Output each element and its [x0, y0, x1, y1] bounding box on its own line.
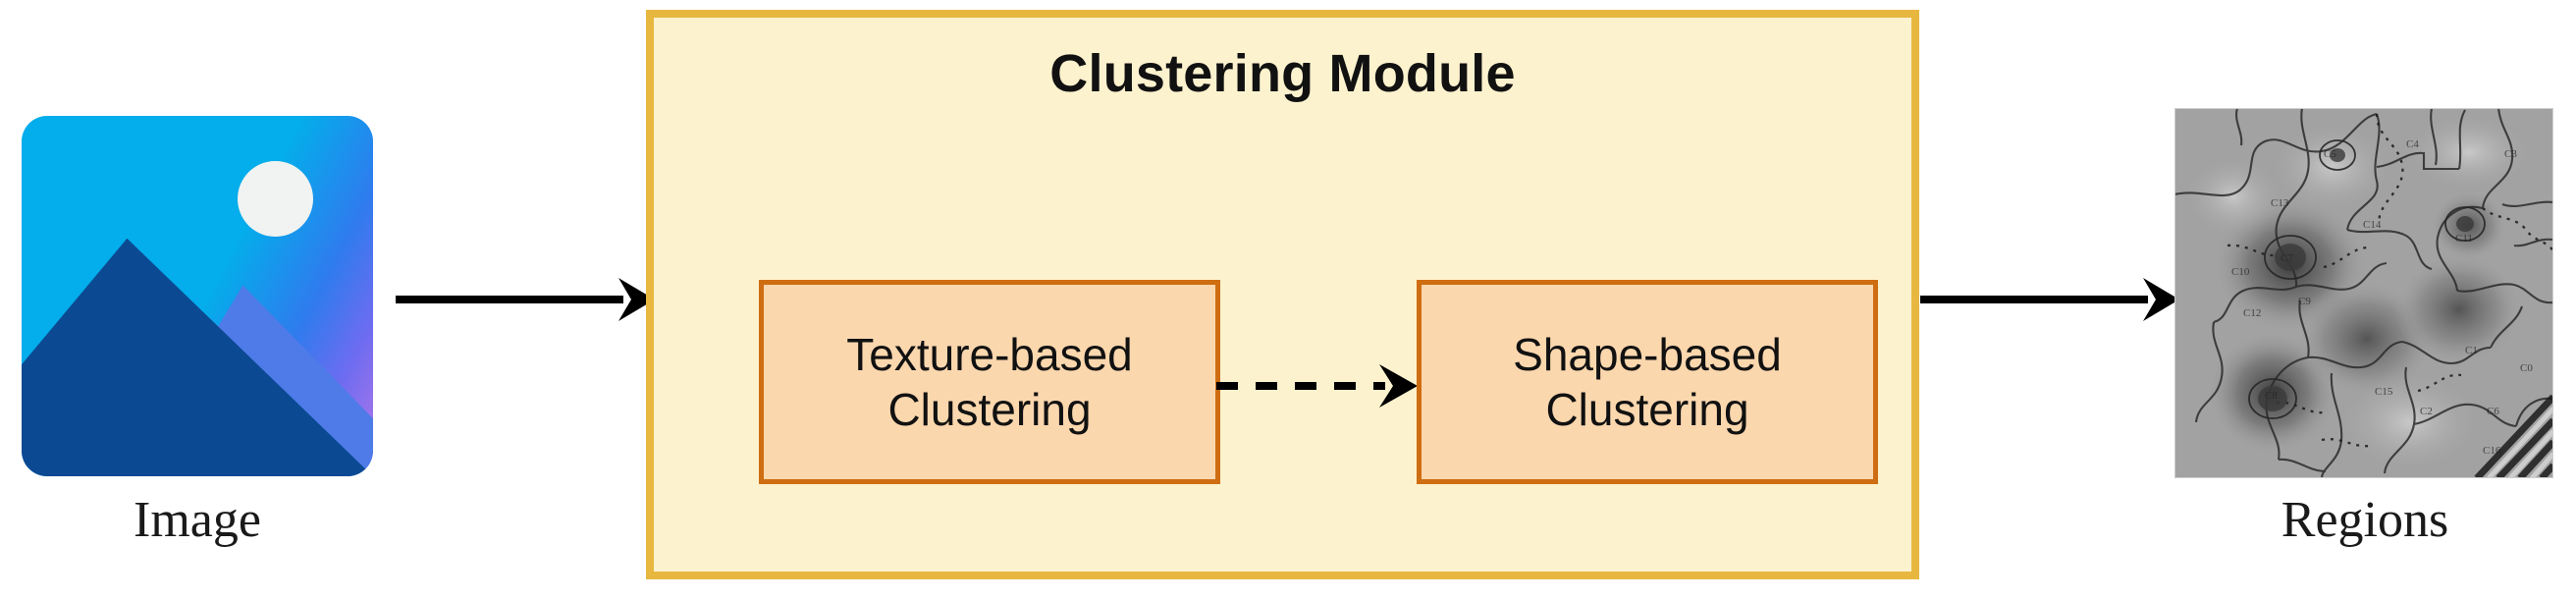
clustering-module-box: Clustering Module Texture-based Clusteri… — [646, 10, 1919, 579]
picture-thumbnail-icon — [22, 116, 373, 476]
texture-based-clustering-label: Texture-based Clustering — [846, 328, 1133, 435]
svg-text:C8: C8 — [2265, 390, 2278, 402]
mountain-front-shape — [22, 238, 373, 476]
shape-based-clustering-label: Shape-based Clustering — [1513, 328, 1782, 435]
sun-circle-icon — [238, 160, 314, 237]
input-caption: Image — [134, 492, 261, 548]
svg-text:C12: C12 — [2243, 307, 2261, 319]
svg-text:C9: C9 — [2298, 296, 2311, 307]
shape-based-clustering-box[interactable]: Shape-based Clustering — [1417, 280, 1878, 484]
svg-text:C10: C10 — [2231, 266, 2250, 278]
svg-text:C2: C2 — [2420, 406, 2433, 417]
svg-text:C1: C1 — [2465, 345, 2478, 356]
arrow-input-to-module — [396, 278, 655, 321]
segmented-region-map-icon: C13 C10 C12 C9 C7 C8 C5 C14 C4 C11 C3 C1… — [2174, 108, 2553, 478]
svg-text:C4: C4 — [2406, 138, 2419, 150]
arrow-module-to-output — [1920, 278, 2179, 321]
svg-text:C13: C13 — [2271, 197, 2289, 209]
region-map-svg: C13 C10 C12 C9 C7 C8 C5 C14 C4 C11 C3 C1… — [2174, 108, 2553, 478]
svg-text:C15: C15 — [2375, 386, 2393, 398]
arrow-texture-to-shape-dashed — [1216, 364, 1418, 408]
svg-text:C3: C3 — [2504, 148, 2517, 160]
svg-text:C7: C7 — [2281, 252, 2293, 264]
svg-text:C0: C0 — [2520, 362, 2533, 374]
svg-text:C14: C14 — [2363, 219, 2382, 231]
svg-text:C5: C5 — [2324, 148, 2336, 160]
texture-based-clustering-box[interactable]: Texture-based Clustering — [759, 280, 1220, 484]
output-caption: Regions — [2281, 492, 2449, 548]
svg-text:C11: C11 — [2455, 233, 2473, 245]
svg-text:C6: C6 — [2487, 406, 2499, 417]
module-title: Clustering Module — [1049, 44, 1516, 103]
